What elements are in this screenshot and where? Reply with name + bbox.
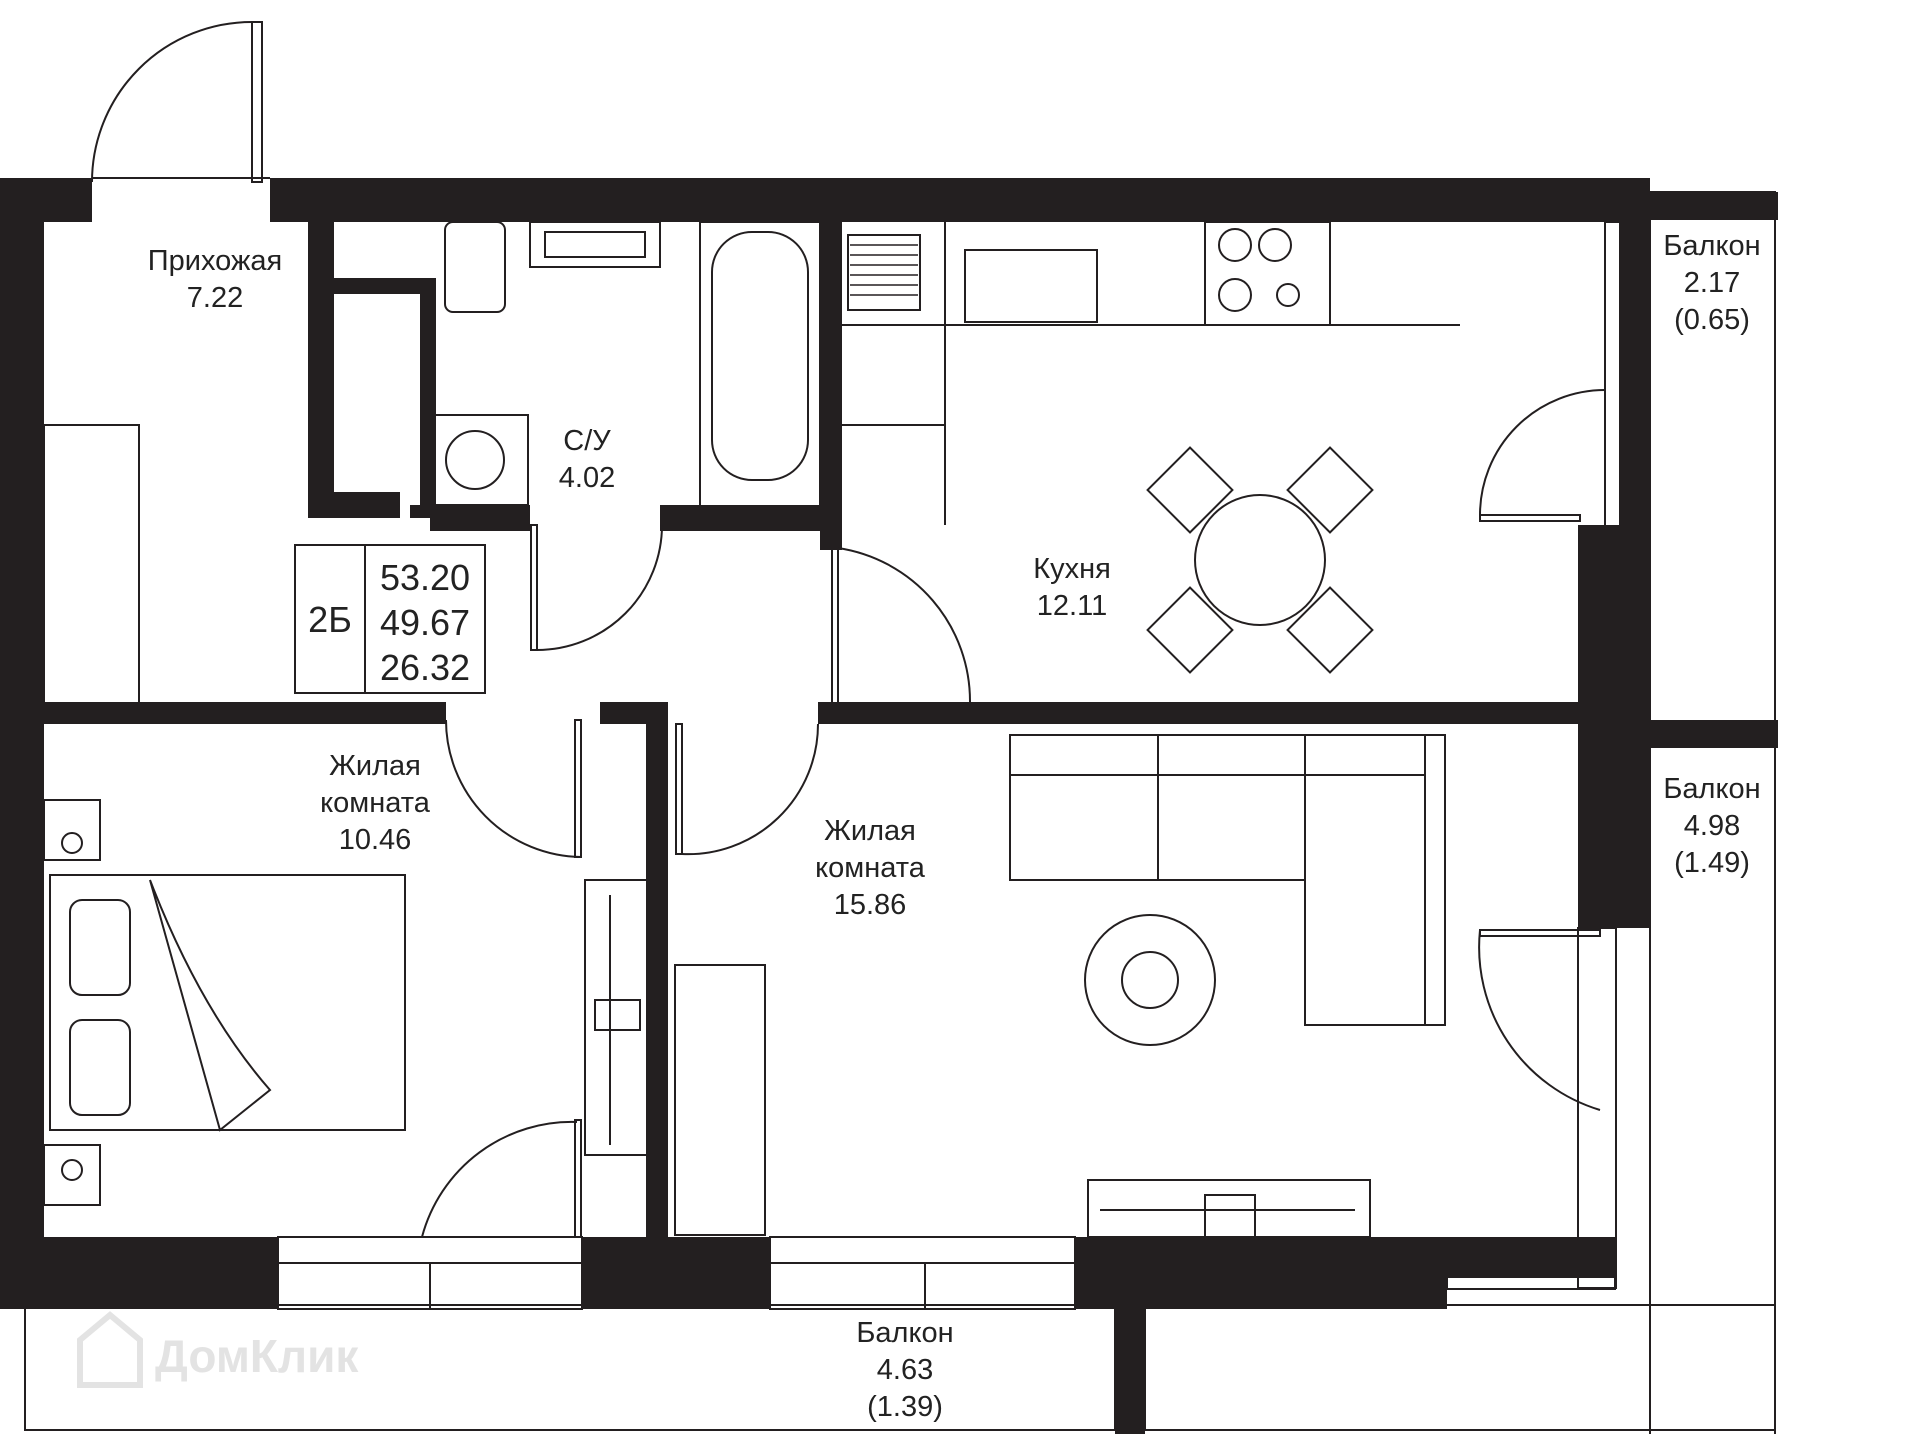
apartment-type: 2Б (308, 599, 352, 640)
coffee-table-icon (1084, 914, 1216, 1046)
dining-table-icon (1146, 446, 1374, 674)
watermark: ДомКлик (77, 1311, 359, 1388)
room-area-balcony-2: 4.98 (1684, 810, 1740, 842)
doors (91, 21, 1606, 1238)
room-name-living-2-line2: комната (815, 852, 926, 884)
wardrobe-icon (43, 424, 140, 706)
area-summary-box: 2Б 53.20 49.67 26.32 (294, 544, 486, 694)
furniture (43, 221, 1460, 1238)
living-area: 26.32 (380, 647, 470, 688)
room-area-hallway: 7.22 (187, 282, 243, 314)
room-name-bathroom: С/У (563, 425, 611, 457)
room-labels: Прихожая 7.22 С/У 4.02 Кухня 12.11 Жилая… (148, 230, 1761, 1423)
watermark-text: ДомКлик (155, 1330, 359, 1382)
walls (0, 178, 1778, 1434)
sink-icon (529, 221, 661, 268)
sofa-icon (1009, 734, 1446, 1026)
room-area-bathroom: 4.02 (559, 462, 615, 494)
room-area-balcony-1: 2.17 (1684, 267, 1740, 299)
tv-stand-icon (1087, 1179, 1371, 1238)
room-area-kitchen: 12.11 (1037, 590, 1107, 622)
wardrobe-icon (584, 879, 648, 1156)
room-name-balcony-3: Балкон (856, 1317, 953, 1349)
room-name-living-1-line2: комната (320, 787, 431, 819)
toilet-icon (444, 221, 506, 313)
room-name-hallway: Прихожая (148, 245, 282, 277)
bed-icon (49, 874, 406, 1131)
cooktop-icon (1204, 221, 1331, 326)
radiator-icon (847, 234, 921, 311)
room-name-balcony-1: Балкон (1663, 230, 1760, 262)
room-reduced-area-balcony-3: (1.39) (867, 1391, 943, 1423)
room-area-living-2: 15.86 (834, 889, 907, 921)
kitchen-sink-icon (964, 249, 1098, 323)
wardrobe-icon (674, 964, 766, 1236)
windows (277, 221, 1621, 1310)
room-name-kitchen: Кухня (1033, 553, 1111, 585)
room-area-balcony-3: 4.63 (877, 1354, 933, 1386)
room-area-living-1: 10.46 (339, 824, 412, 856)
house-icon (77, 1311, 143, 1388)
room-reduced-area-balcony-2: (1.49) (1674, 847, 1750, 879)
washing-machine-icon (422, 414, 529, 506)
room-reduced-area-balcony-1: (0.65) (1674, 304, 1750, 336)
total-area: 53.20 (380, 557, 470, 598)
area-without-balconies: 49.67 (380, 602, 470, 643)
room-name-living-1-line1: Жилая (329, 750, 421, 782)
room-name-balcony-2: Балкон (1663, 773, 1760, 805)
room-name-living-2-line1: Жилая (824, 815, 916, 847)
bathtub-icon (699, 221, 821, 513)
